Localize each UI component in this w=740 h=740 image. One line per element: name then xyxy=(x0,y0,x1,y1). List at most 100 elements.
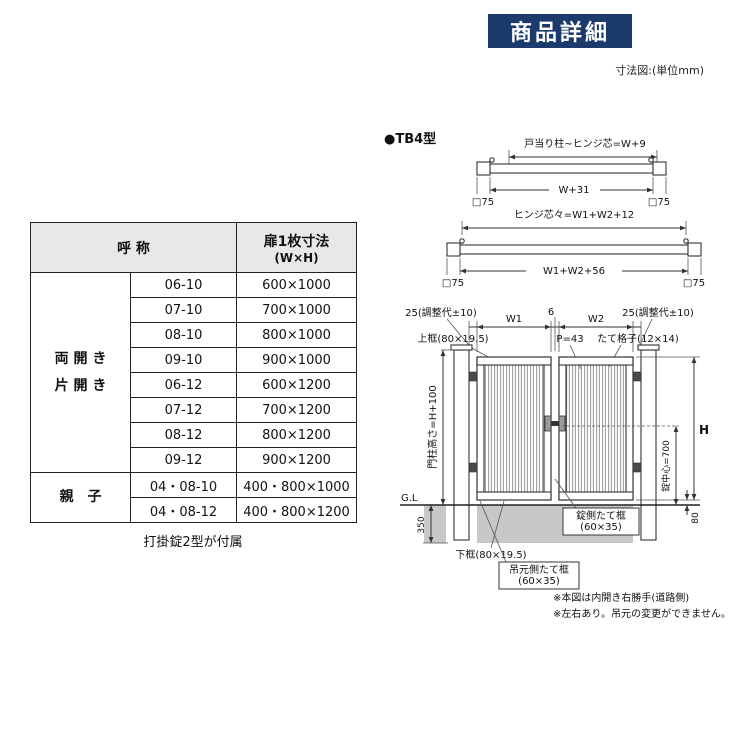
cell-size: 900×1000 xyxy=(236,347,357,373)
hinge-stile-label-line1: 吊元側たて框 xyxy=(509,563,569,576)
right-panel-slats xyxy=(566,365,626,492)
cell-size: 700×1000 xyxy=(236,297,357,323)
spec-table: 呼 称 扉1枚寸法 (W×H) 両 開 き 片 開 き 06-10 600×10… xyxy=(30,222,357,523)
table-row: 07-10 700×1000 xyxy=(31,297,357,323)
cell-size: 900×1200 xyxy=(236,447,357,473)
header-size-line2: (W×H) xyxy=(274,250,319,265)
plan-single-diagram: 戸当り柱~ヒンジ芯=W+9 W+31 □75 □75 xyxy=(472,137,670,208)
hinge-dot xyxy=(489,157,495,163)
left-panel-hinge-stile xyxy=(476,356,485,501)
note-line2: ※左右あり。吊元の変更ができません。 xyxy=(553,607,731,620)
adj-right-label: 25(調整代±10) xyxy=(622,306,694,319)
gl-label: G.L xyxy=(401,493,418,504)
post-height-label: 門柱高さ=H+100 xyxy=(426,385,439,468)
cell-code: 07-12 xyxy=(130,397,237,423)
plan-double-diagram: ヒンジ芯々=W1+W2+12 W1+W2+56 □75 □75 xyxy=(442,208,705,289)
lock-stile-label-line1: 錠側たて框 xyxy=(576,509,626,522)
cell-code: 06-12 xyxy=(130,372,237,398)
hinge-stile-callout-box xyxy=(498,561,580,590)
page-title: 商品詳細 xyxy=(509,21,610,46)
w2-label: W2 xyxy=(588,314,604,325)
lock-stile-label-line2: (60×35) xyxy=(580,522,622,533)
table-row: 04・08-12 400・800×1200 xyxy=(31,497,357,523)
right-panel-bottom-rail xyxy=(558,491,634,501)
group-label-hiraki: 両 開 き 片 開 き xyxy=(30,272,131,473)
elevation-diagram: 25(調整代±10) W1 6 W2 25(調整代±10) 上框(80×19.5… xyxy=(400,306,731,620)
page-title-badge: 商品詳細 xyxy=(488,14,632,48)
table-row: 07-12 700×1200 xyxy=(31,397,357,423)
plan-single-post-right xyxy=(652,161,667,176)
cell-code: 04・08-10 xyxy=(130,472,237,498)
hinge-icon xyxy=(632,371,642,382)
left-panel-top-rail xyxy=(476,356,552,366)
plan-double-post-left-label: □75 xyxy=(442,278,464,289)
model-label: ●TB4型 xyxy=(384,132,437,147)
cell-code: 07-10 xyxy=(130,297,237,323)
latch-icon xyxy=(551,421,559,426)
table-row: 08-12 800×1200 xyxy=(31,422,357,448)
bottom-clearance-label: 80 xyxy=(691,512,701,524)
table-row: 09-12 900×1200 xyxy=(31,447,357,473)
cell-size: 600×1200 xyxy=(236,372,357,398)
cell-code: 08-12 xyxy=(130,422,237,448)
header-size-line1: 扉1枚寸法 xyxy=(263,233,330,250)
hinge-dot xyxy=(459,238,465,244)
center-gap-label: 6 xyxy=(548,307,554,318)
left-panel-slats xyxy=(484,365,544,492)
plan-double-post-right xyxy=(687,242,702,257)
cell-size: 800×1000 xyxy=(236,322,357,348)
plan-single-post-left xyxy=(476,161,491,176)
lock-stile-callout-box xyxy=(562,507,640,536)
plan-single-post-right-label: □75 xyxy=(648,197,670,208)
group-hiraki-line1: 両 開 き xyxy=(54,350,107,367)
plan-double-span-label: W1+W2+56 xyxy=(543,266,605,277)
group-label-oyako: 親 子 xyxy=(30,472,131,523)
cell-code: 08-10 xyxy=(130,322,237,348)
header-name: 呼 称 xyxy=(30,222,237,273)
plan-single-beam xyxy=(489,163,654,174)
table-row: 親 子 04・08-10 400・800×1000 xyxy=(30,472,357,523)
plan-double-post-left xyxy=(446,242,461,257)
gate-post-left xyxy=(453,349,470,541)
door-height-label: H xyxy=(699,423,709,437)
gate-post-right xyxy=(640,349,657,541)
header-size: 扉1枚寸法 (W×H) xyxy=(236,222,357,273)
hinge-icon xyxy=(632,462,642,473)
hinge-icon xyxy=(468,462,478,473)
cell-size: 700×1200 xyxy=(236,397,357,423)
table-header-row: 呼 称 扉1枚寸法 (W×H) xyxy=(30,222,357,273)
note-line1: ※本図は内開き右勝手(道路側) xyxy=(553,591,689,604)
table-row: 08-10 800×1000 xyxy=(31,322,357,348)
cell-code: 04・08-12 xyxy=(130,497,237,523)
left-panel-bottom-rail xyxy=(476,491,552,501)
pitch-label: P=43 xyxy=(556,334,583,345)
cell-size: 400・800×1200 xyxy=(236,497,357,523)
post-cap-left xyxy=(450,344,473,351)
lock-icon xyxy=(544,415,552,432)
plan-single-post-left-label: □75 xyxy=(472,197,494,208)
plan-double-title: ヒンジ芯々=W1+W2+12 xyxy=(514,208,634,221)
lock-icon xyxy=(558,415,566,432)
table-row: 両 開 き 片 開 き 06-10 600×1000 xyxy=(30,272,357,473)
unit-note: 寸法図:(単位mm) xyxy=(615,64,704,77)
hinge-dot xyxy=(683,238,689,244)
hinge-dot xyxy=(648,157,654,163)
lock-center-label: 錠中心=700 xyxy=(660,440,672,492)
slat-label: たて格子(12×14) xyxy=(597,332,679,345)
table-footnote: 打掛錠2型が付属 xyxy=(143,535,243,550)
plan-single-span-label: W+31 xyxy=(559,185,590,196)
bottom-rail-label: 下框(80×19.5) xyxy=(455,548,526,561)
right-panel-hinge-stile xyxy=(625,356,634,501)
right-panel-top-rail xyxy=(558,356,634,366)
cell-size: 800×1200 xyxy=(236,422,357,448)
post-cap-right xyxy=(637,344,660,351)
cell-code: 09-10 xyxy=(130,347,237,373)
w1-label: W1 xyxy=(506,314,522,325)
cell-size: 600×1000 xyxy=(236,272,357,298)
table-row: 06-12 600×1200 xyxy=(31,372,357,398)
hinge-icon xyxy=(468,371,478,382)
plan-single-title: 戸当り柱~ヒンジ芯=W+9 xyxy=(524,137,645,150)
plan-double-beam xyxy=(459,244,689,255)
